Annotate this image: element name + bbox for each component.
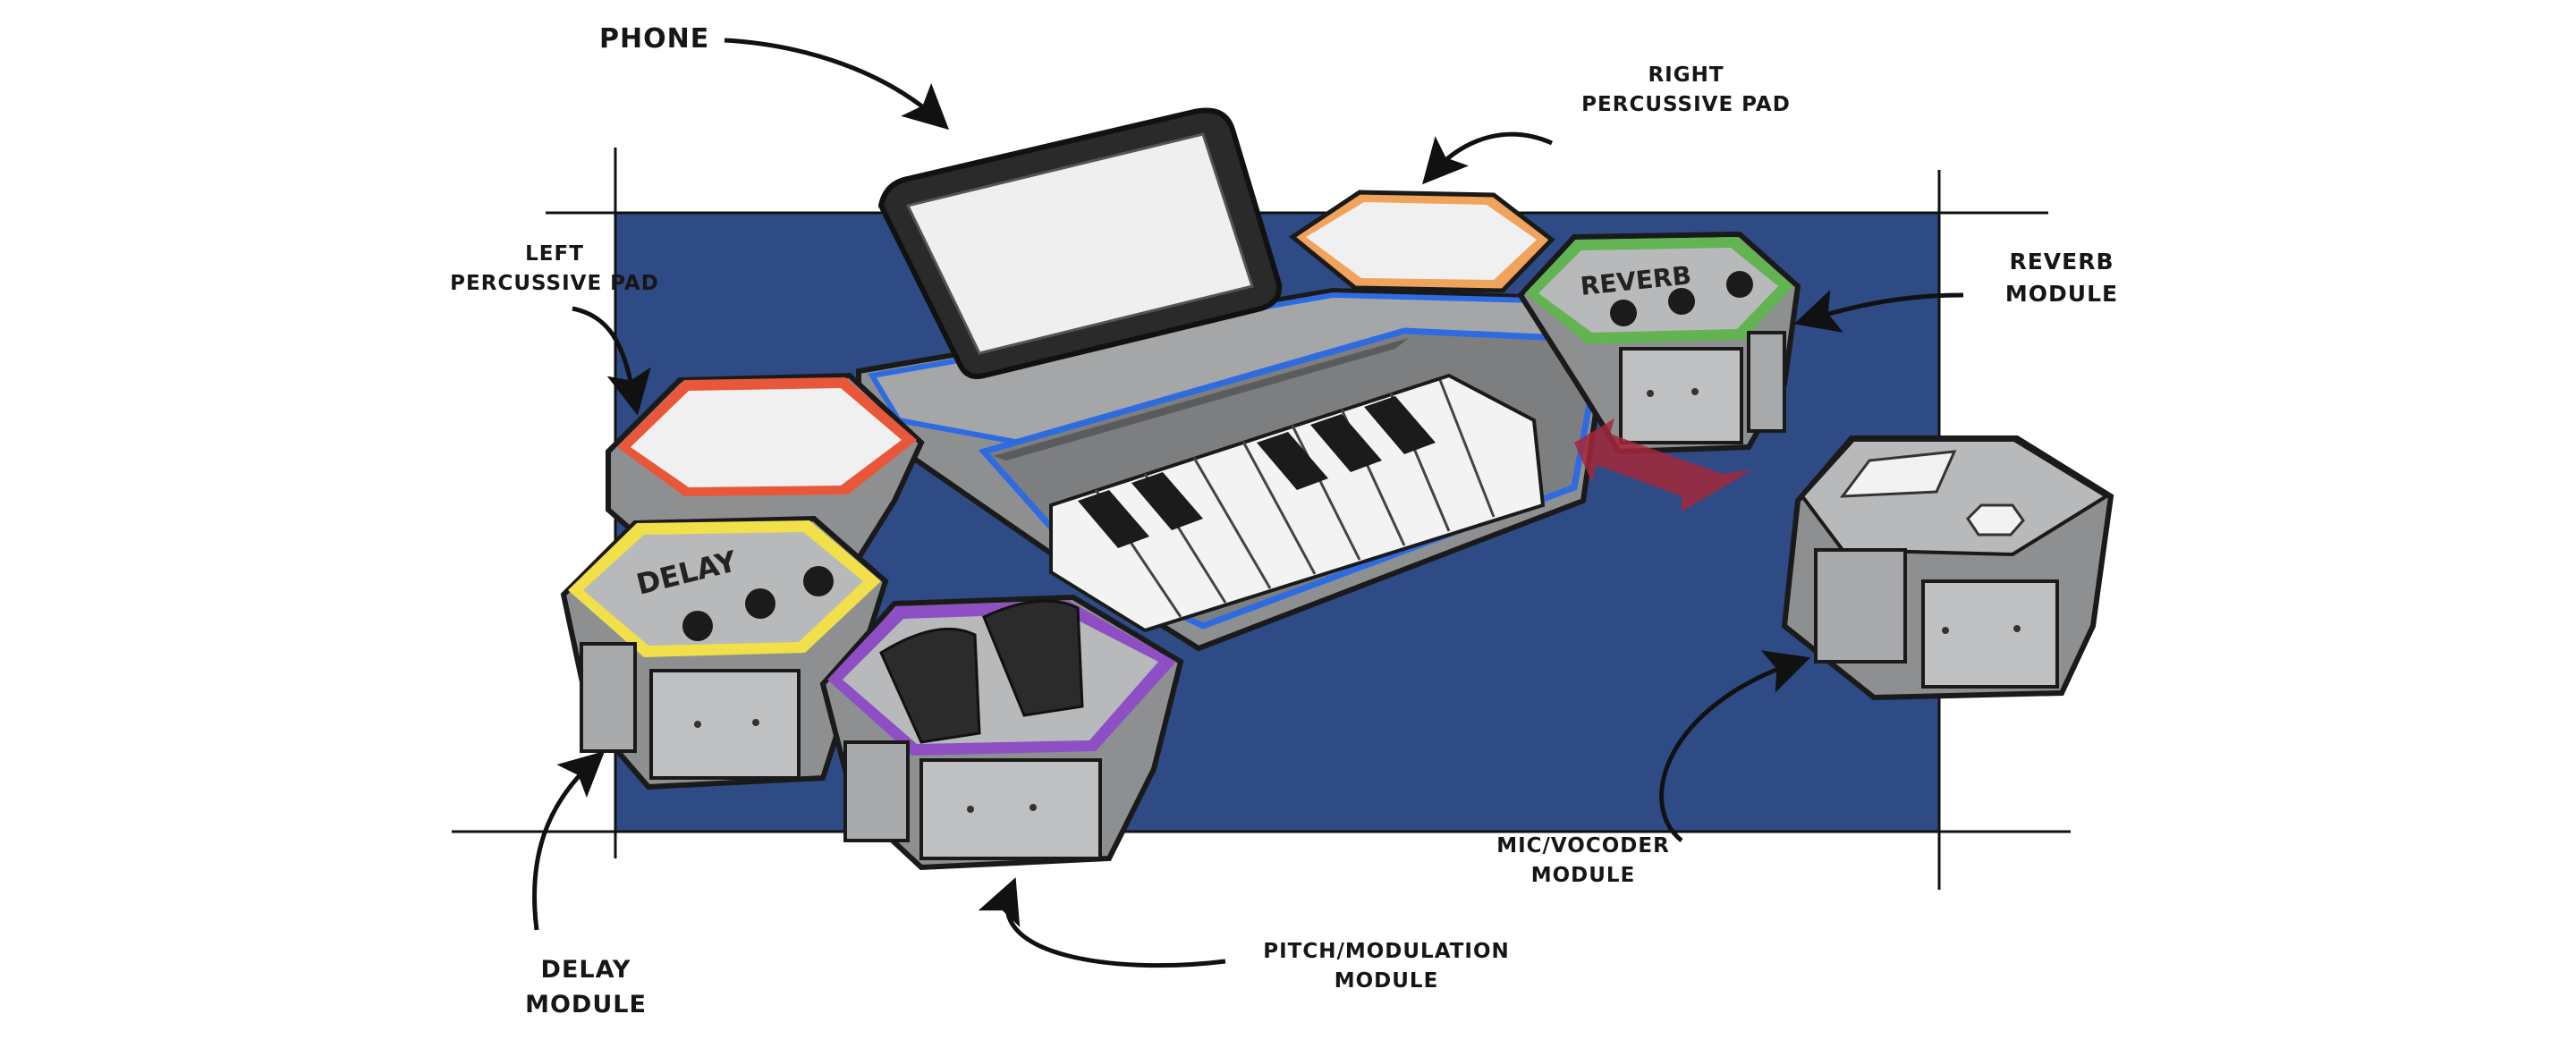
mic-vocoder-module — [1781, 435, 2114, 701]
label-pitch-line1: Pitch/Modulation — [1263, 940, 1510, 963]
right-percussive-pad — [1288, 190, 1555, 293]
right-pad-arrow — [1422, 131, 1554, 185]
label-delay-line2: Module — [525, 991, 647, 1019]
label-pitch-line2: Module — [1334, 969, 1439, 993]
callout-arrows — [532, 38, 1964, 968]
left-percussive-pad — [606, 372, 925, 575]
delay-arrow — [532, 750, 606, 931]
label-phone: Phone — [599, 23, 710, 55]
label-delay-line1: Delay — [540, 956, 631, 984]
label-right-pad-line2: Percussive Pad — [1581, 93, 1791, 117]
label-right-pad-line1: Right — [1648, 63, 1724, 87]
label-delay: Delay Module — [496, 952, 675, 1022]
label-mic-line1: Mic/Vocoder — [1496, 834, 1670, 858]
attach-arrow — [1574, 418, 1753, 511]
phone-device — [877, 107, 1283, 379]
reverb-arrow — [1793, 289, 1964, 333]
label-left-pad-line2: Percussive Pad — [450, 272, 659, 296]
pitch-arrow — [978, 877, 1226, 968]
label-mic: Mic/Vocoder Module — [1480, 832, 1686, 892]
piano-keys — [1049, 373, 1546, 633]
pitch-modulation-module — [819, 594, 1184, 871]
label-right-pad: Right Percussive Pad — [1556, 61, 1816, 121]
delay-module: DELAY — [560, 515, 889, 790]
label-pitch: Pitch/Modulation Module — [1234, 937, 1538, 997]
reverb-module: REVERB — [1517, 231, 1801, 455]
label-left-pad: Left Percussive Pad — [420, 240, 689, 300]
label-reverb-line1: Reverb — [2009, 249, 2114, 275]
mic-arrow — [1659, 650, 1811, 842]
label-mic-line2: Module — [1530, 864, 1636, 888]
label-left-pad-line1: Left — [525, 242, 584, 266]
label-reverb-line2: Module — [2004, 281, 2119, 308]
left-pad-arrow — [572, 306, 651, 416]
label-reverb: Reverb Module — [1977, 246, 2147, 311]
phone-arrow — [724, 38, 950, 131]
